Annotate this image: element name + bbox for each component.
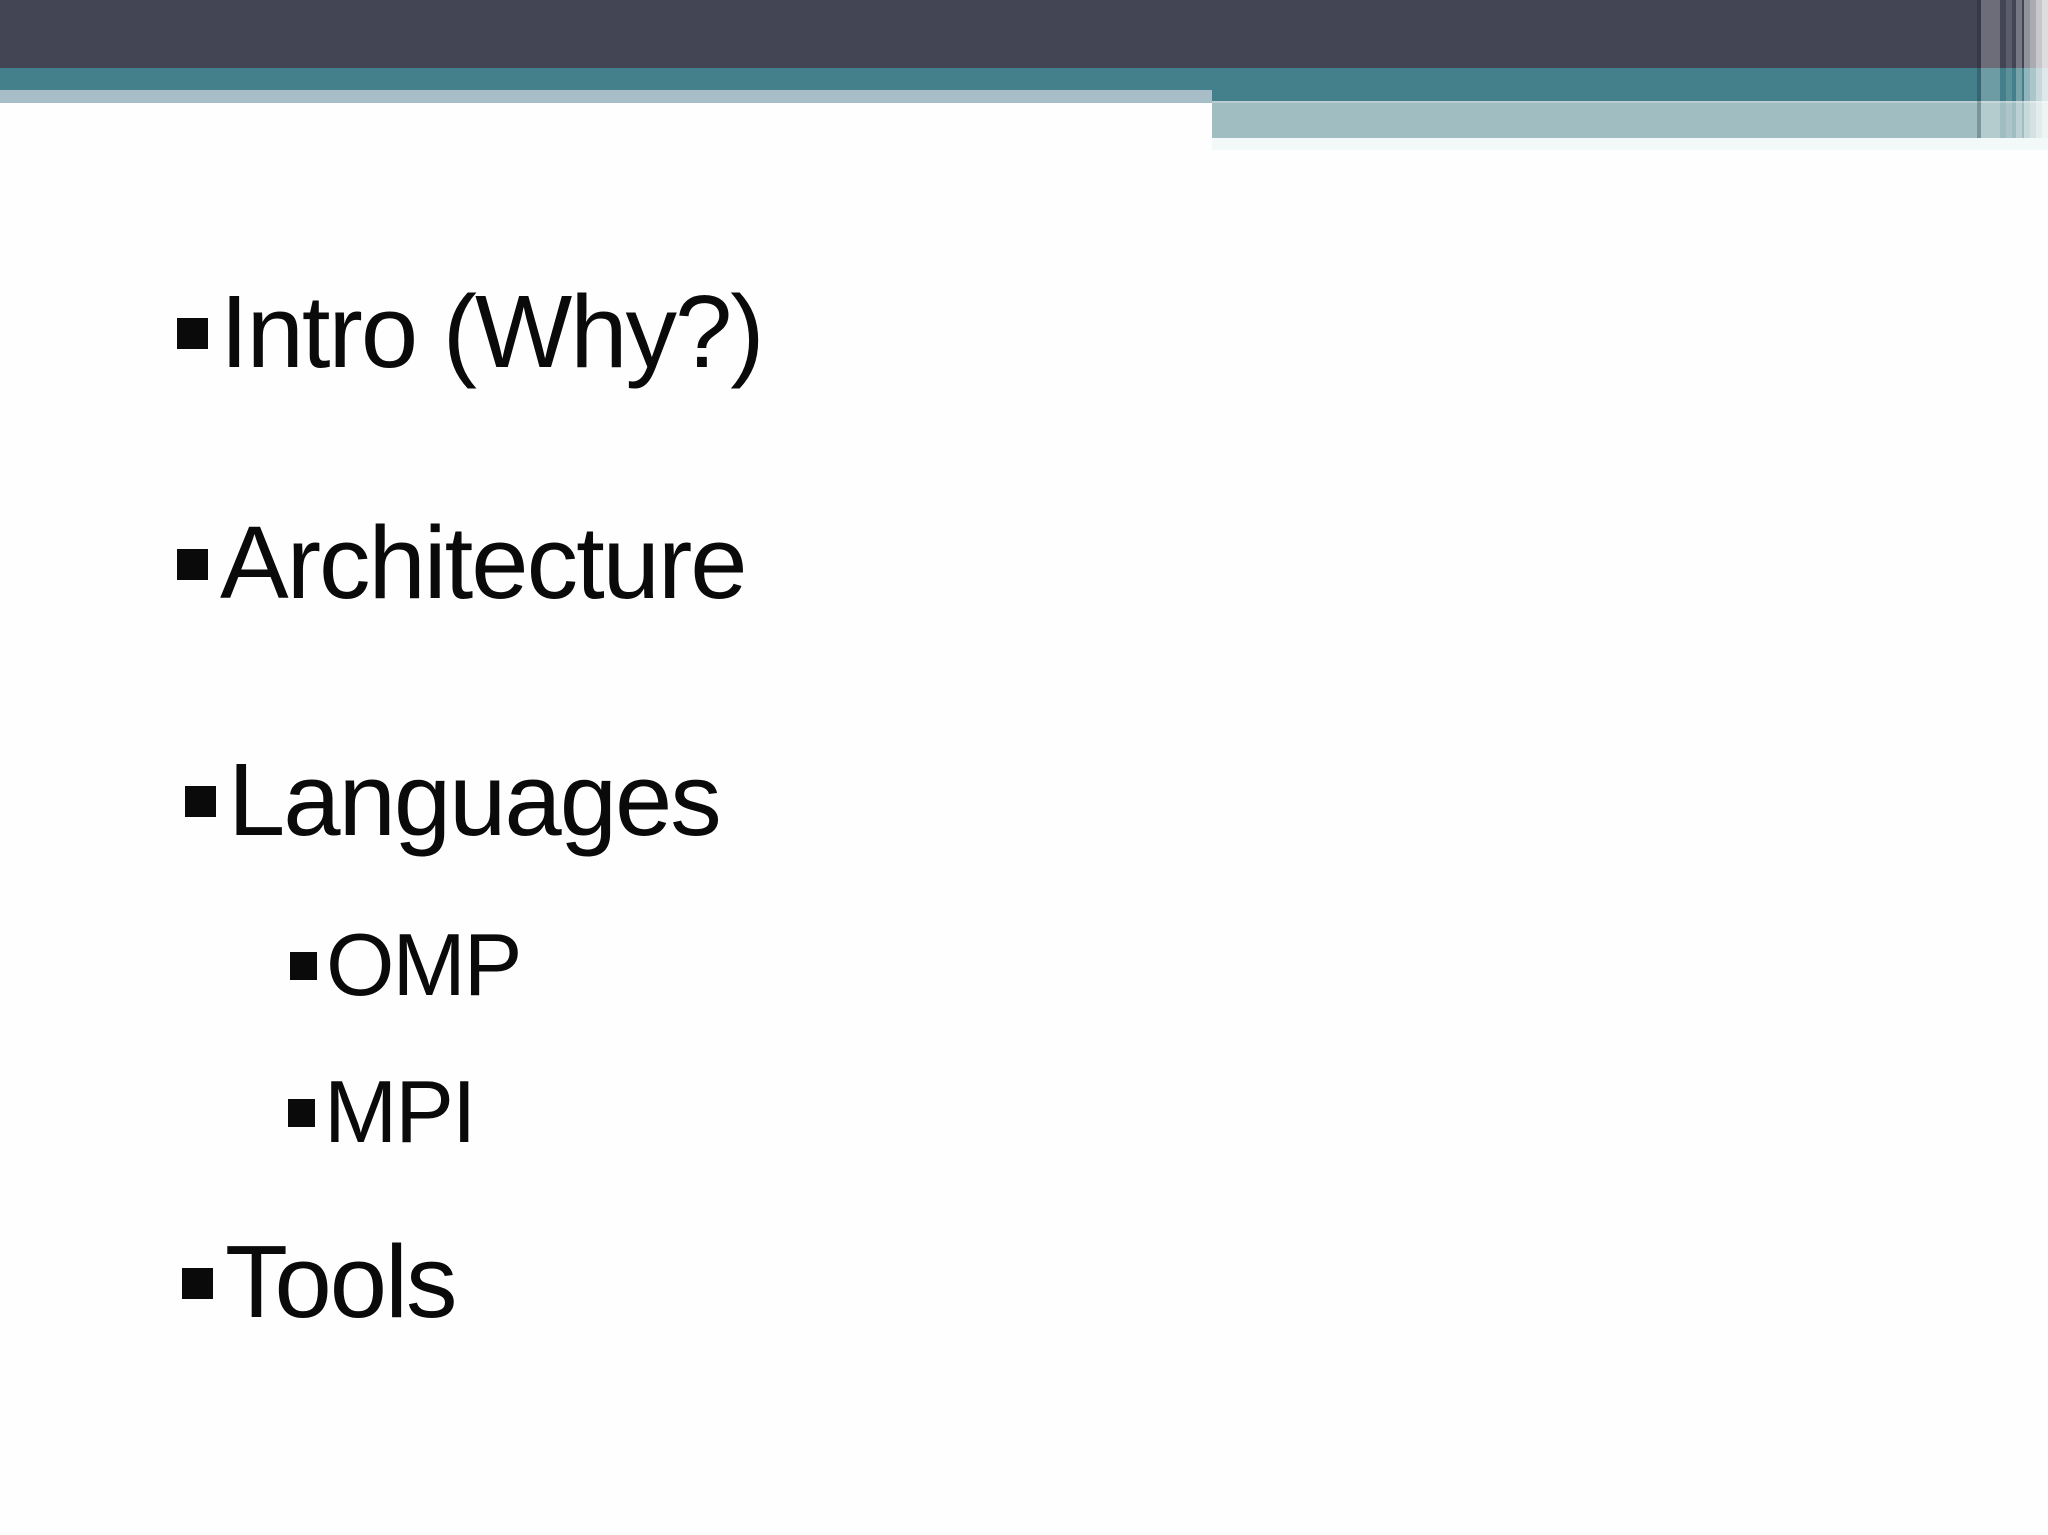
bullet-item-architecture: Architecture	[177, 505, 748, 620]
bullet-square-icon	[182, 1268, 213, 1299]
bullet-label: MPI	[324, 1062, 476, 1161]
bullet-label: Languages	[228, 742, 722, 857]
corner-vertical-lines-decoration	[1977, 0, 2048, 138]
bullet-item-tools: Tools	[182, 1224, 457, 1339]
bullet-square-icon	[185, 786, 216, 817]
bullet-label: Tools	[225, 1224, 457, 1339]
bullet-label: OMP	[326, 915, 522, 1014]
vertical-line-decoration	[1977, 0, 1981, 138]
header-pale-band-right	[1212, 138, 2048, 150]
vertical-line-decoration	[2042, 0, 2048, 138]
vertical-line-decoration	[2006, 0, 2012, 138]
bullet-item-mpi: MPI	[288, 1062, 476, 1161]
bullet-square-icon	[288, 1099, 315, 1127]
vertical-line-decoration	[2030, 0, 2036, 138]
header-teal-extension-right	[1212, 90, 2048, 101]
vertical-line-decoration	[1981, 0, 2000, 138]
bullet-item-intro: Intro (Why?)	[177, 274, 765, 389]
vertical-line-decoration	[2016, 0, 2022, 138]
bullet-square-icon	[177, 549, 208, 580]
header-teal-stripe	[0, 68, 2048, 90]
bullet-item-languages: Languages	[185, 742, 722, 857]
header-light-block-right	[1212, 101, 2048, 140]
vertical-line-decoration	[2024, 0, 2030, 138]
header-light-stripe-left	[0, 90, 1212, 103]
vertical-line-decoration	[2036, 0, 2042, 138]
bullet-label: Intro (Why?)	[220, 274, 765, 389]
bullet-item-omp: OMP	[290, 915, 522, 1014]
bullet-label: Architecture	[220, 505, 748, 620]
bullet-square-icon	[290, 952, 317, 980]
header-dark-bar	[0, 0, 2048, 68]
bullet-square-icon	[177, 318, 208, 349]
